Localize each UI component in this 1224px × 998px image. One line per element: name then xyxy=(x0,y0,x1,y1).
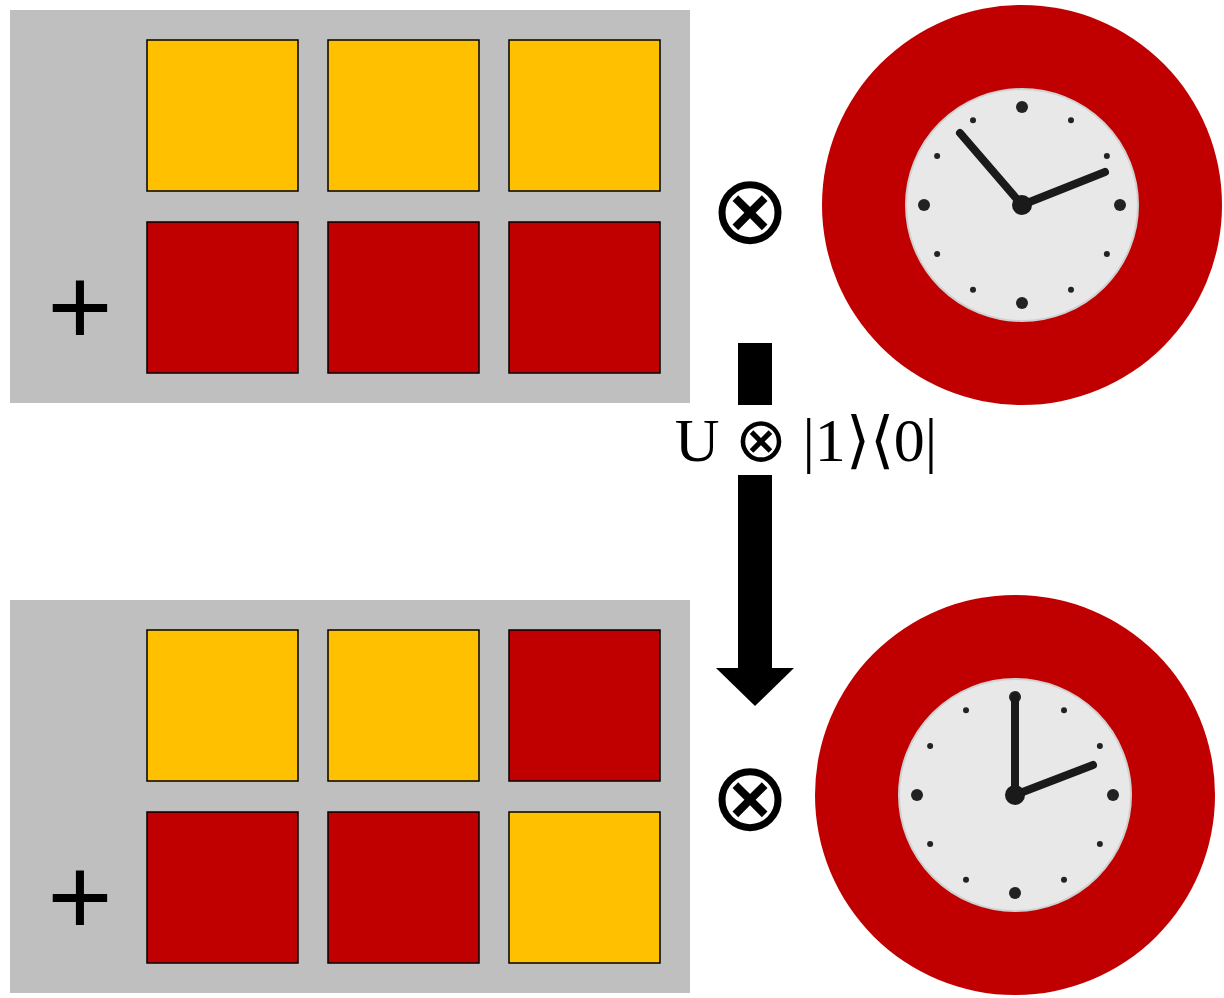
qubit-square xyxy=(147,630,298,781)
qubit-square xyxy=(147,40,298,191)
dial-dot xyxy=(934,153,940,159)
plus-sign: + xyxy=(47,251,112,363)
dial-dot xyxy=(1009,887,1021,899)
dial-dot xyxy=(1104,251,1110,257)
qubit-square xyxy=(328,812,479,963)
dial-dot xyxy=(1107,789,1119,801)
qubit-square xyxy=(147,812,298,963)
dial-dot xyxy=(927,743,933,749)
dial-dot xyxy=(1097,743,1103,749)
clock-dots xyxy=(918,101,1126,309)
dial-dot xyxy=(918,199,930,211)
clock-dots xyxy=(911,691,1119,899)
dial-dot xyxy=(1068,117,1074,123)
dial-dot xyxy=(911,789,923,801)
state-panel: + xyxy=(10,10,690,403)
qubit-square xyxy=(328,222,479,373)
dial-dot xyxy=(934,251,940,257)
dial-dot xyxy=(1097,841,1103,847)
dial-dot xyxy=(970,117,976,123)
arrow-head xyxy=(716,668,794,706)
qubit-square xyxy=(509,812,660,963)
plus-sign: + xyxy=(47,841,112,953)
transition-arrow xyxy=(716,343,794,706)
hour-hand xyxy=(1022,172,1105,205)
state-panel: + xyxy=(10,600,690,993)
minute-hand xyxy=(960,133,1022,205)
dial-dot xyxy=(1016,101,1028,113)
clock-hub xyxy=(1005,785,1025,805)
clock-bottom xyxy=(815,595,1215,995)
dial-dot xyxy=(1114,199,1126,211)
dial-dot xyxy=(963,877,969,883)
qubit-square xyxy=(328,630,479,781)
clock-ring xyxy=(822,5,1222,405)
clock-ring xyxy=(815,595,1215,995)
dial-dot xyxy=(970,287,976,293)
clock-face xyxy=(906,89,1138,321)
hour-hand xyxy=(1015,765,1093,795)
dial-dot xyxy=(963,707,969,713)
arrow-shaft xyxy=(738,343,772,673)
tensor-symbol: ⊗ xyxy=(710,162,790,258)
qubit-square xyxy=(147,222,298,373)
dial-dot xyxy=(1016,297,1028,309)
minute-hand xyxy=(1011,697,1019,795)
dial-dot xyxy=(1068,287,1074,293)
qubit-square xyxy=(509,630,660,781)
clock-top xyxy=(822,5,1222,405)
dial-dot xyxy=(1061,877,1067,883)
operator-label: U ⊗ |1⟩⟨0| xyxy=(667,405,946,475)
tensor-symbol: ⊗ xyxy=(710,749,790,845)
qubit-square xyxy=(328,40,479,191)
dial-dot xyxy=(1104,153,1110,159)
qubit-square xyxy=(509,40,660,191)
clock-face xyxy=(899,679,1131,911)
dial-dot xyxy=(927,841,933,847)
qubit-square xyxy=(509,222,660,373)
clock-hub xyxy=(1012,195,1032,215)
dial-dot xyxy=(1061,707,1067,713)
